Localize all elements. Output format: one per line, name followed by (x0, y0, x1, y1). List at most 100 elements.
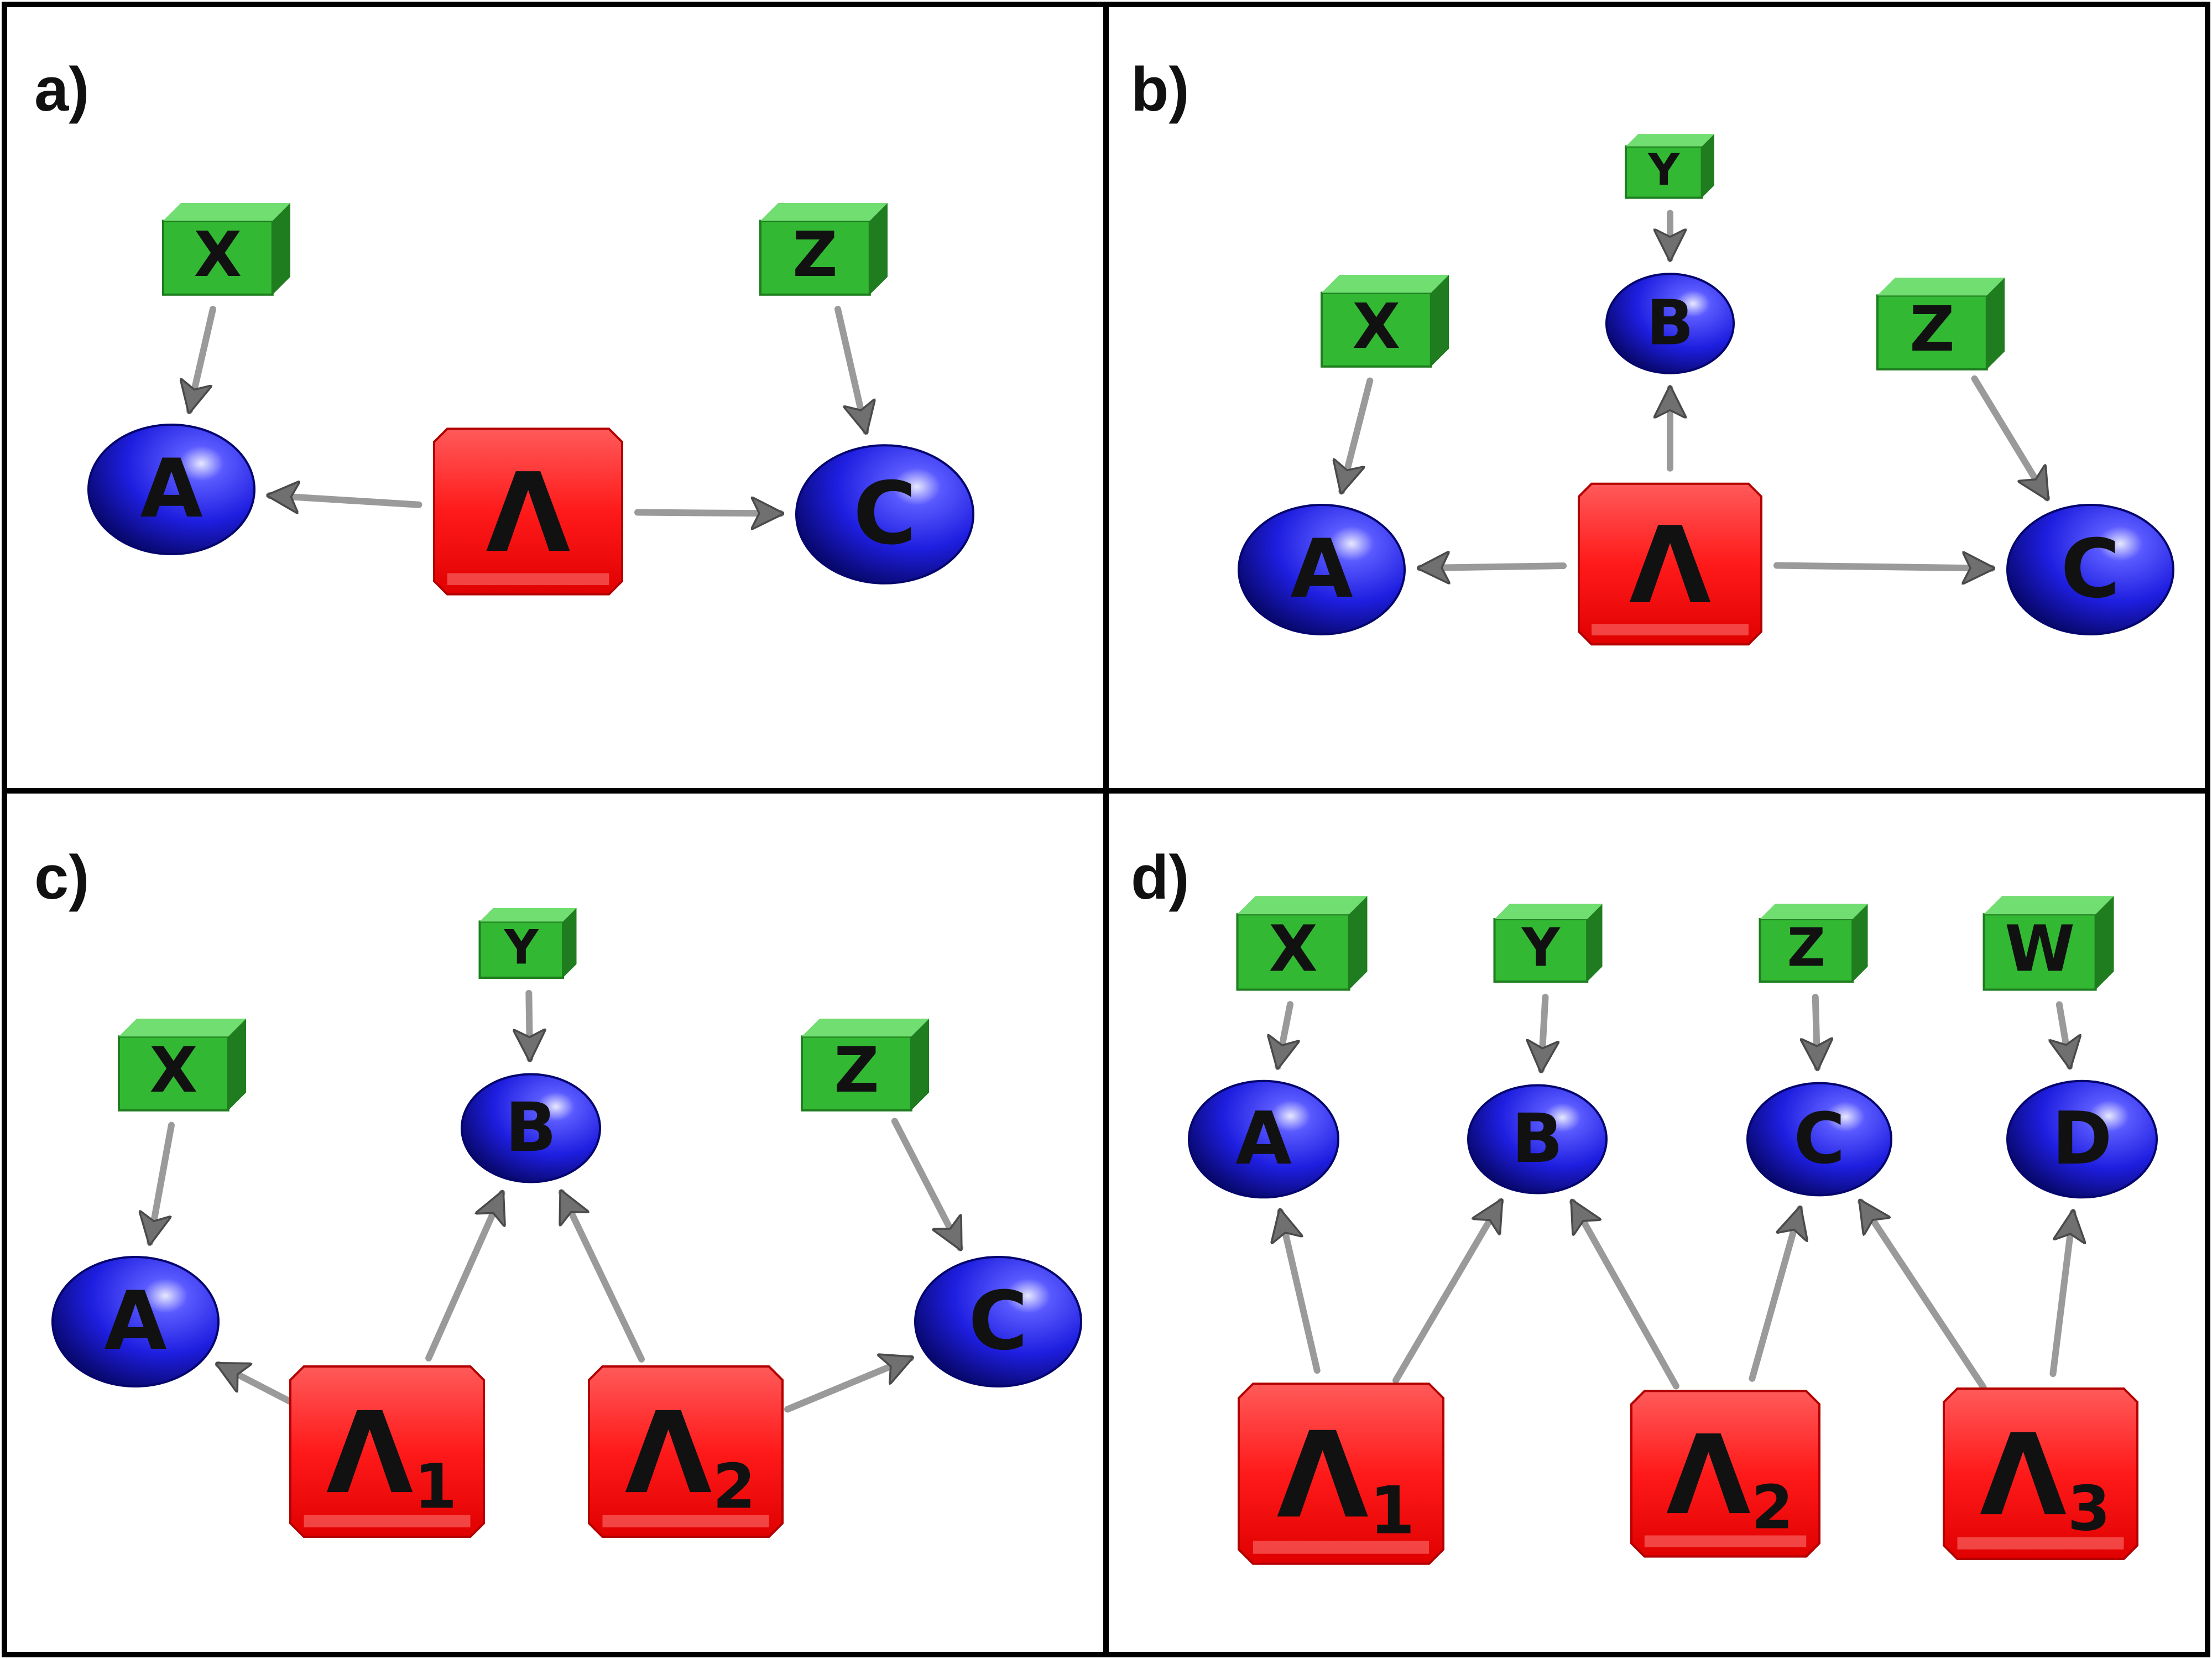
source-subscript: 3 (2068, 1473, 2111, 1545)
edge-c_L1-to-c_B (425, 1193, 502, 1361)
edge-b_L-to-b_A (1420, 566, 1567, 568)
outcome-a-sphere: A (1238, 504, 1406, 635)
edge-b_Z-to-b_C (1971, 375, 2051, 498)
edge-c_X-to-c_A (150, 1121, 175, 1243)
outcome-b-sphere: B (461, 1073, 601, 1183)
edge-d_L1-to-d_A (1280, 1212, 1321, 1374)
setting-x-cube: X (162, 203, 290, 296)
outcome-label: B (505, 1088, 557, 1167)
edge-d_Z-to-d_C (1815, 994, 1818, 1067)
source-subscript: 2 (1751, 1473, 1793, 1543)
source-label: Λ (1980, 1410, 2067, 1541)
outcome-label: D (2052, 1097, 2112, 1181)
outcome-a-sphere: A (87, 424, 255, 555)
outcome-label: C (2060, 522, 2120, 616)
edge-a_Z-to-a_C (834, 305, 866, 431)
outcome-c-sphere: C (914, 1256, 1082, 1387)
source-label: Λ (1629, 504, 1711, 628)
edge-d_L3-to-d_D (2049, 1213, 2073, 1378)
setting-x-cube: X (118, 1019, 246, 1112)
edge-d_W-to-d_D (2059, 1001, 2070, 1066)
source-lambda-box: Λ (1578, 482, 1762, 646)
outcome-label: B (1512, 1099, 1563, 1178)
setting-label: X (1269, 912, 1318, 986)
edge-d_Y-to-d_B (1541, 994, 1545, 1070)
outcome-b-sphere: B (1605, 273, 1735, 374)
edge-c_L2-to-c_C (784, 1358, 911, 1413)
source-label: Λ (625, 1387, 712, 1519)
outcome-a-sphere: A (1188, 1079, 1339, 1199)
setting-label: Z (792, 218, 838, 291)
source-subscript: 1 (1369, 1472, 1415, 1548)
setting-z-cube: Z (1876, 278, 2005, 371)
setting-label: X (149, 1034, 197, 1107)
panel-label-b: b) (1131, 55, 1190, 124)
setting-label: Y (1647, 145, 1680, 195)
outcome-label: A (140, 442, 202, 536)
edge-c_L1-to-c_A (218, 1361, 294, 1405)
setting-y-cube: Y (1625, 134, 1714, 199)
outcome-c-sphere: C (1746, 1082, 1892, 1197)
edges-layer (150, 210, 2073, 1413)
outcome-b-sphere: B (1467, 1084, 1608, 1194)
edge-a_L-to-a_C (634, 513, 781, 514)
outcome-label: B (1646, 288, 1693, 359)
outcome-label: C (968, 1274, 1027, 1368)
edge-d_L2-to-d_C (1749, 1209, 1799, 1382)
source-label: Λ (326, 1387, 413, 1519)
edge-a_L-to-a_A (269, 495, 422, 505)
setting-z-cube: Z (759, 203, 888, 296)
outcome-label: A (1290, 522, 1353, 616)
setting-z-cube: Z (801, 1019, 929, 1112)
edge-d_X-to-d_A (1278, 1001, 1290, 1066)
setting-x-cube: X (1321, 275, 1449, 368)
outcome-c-sphere: C (795, 444, 974, 585)
edge-b_L-to-b_C (1773, 566, 1992, 568)
outcome-label: C (1793, 1098, 1845, 1180)
edge-c_Y-to-c_B (529, 989, 530, 1059)
edge-d_L3-to-d_C (1858, 1202, 1987, 1391)
setting-label: Z (1787, 917, 1825, 979)
setting-y-cube: Y (478, 908, 577, 979)
source-label: Λ (1666, 1412, 1751, 1539)
panel-border-a (2, 2, 1109, 794)
outcome-label: C (853, 463, 917, 564)
source-label: Λ (1277, 1406, 1369, 1545)
outcome-d-sphere: D (2006, 1079, 2158, 1199)
outcome-label: A (1235, 1097, 1292, 1181)
source-lambda-box: Λ (433, 427, 623, 596)
panel-label-a: a) (34, 55, 90, 124)
setting-label: Z (1910, 293, 1955, 366)
edge-d_L1-to-d_B (1392, 1202, 1504, 1384)
setting-label: X (1352, 290, 1400, 363)
panel-border-b (1103, 2, 2210, 794)
edge-d_L2-to-d_B (1569, 1202, 1679, 1390)
setting-label: Z (834, 1034, 879, 1107)
setting-label: X (194, 218, 242, 291)
panel-label-d: d) (1131, 843, 1190, 912)
panel-border-d (1103, 788, 2210, 1657)
setting-y-cube: Y (1493, 904, 1603, 983)
panel-label-c: c) (34, 843, 90, 912)
edge-c_Z-to-c_C (891, 1118, 964, 1248)
setting-z-cube: Z (1759, 904, 1868, 983)
outcome-c-sphere: C (2006, 504, 2174, 635)
setting-label: Y (1521, 917, 1561, 979)
edge-b_X-to-b_A (1342, 377, 1374, 492)
edge-a_X-to-a_A (190, 305, 216, 411)
source-label: Λ (486, 450, 571, 577)
source-subscript: 2 (713, 1451, 756, 1523)
outcome-label: A (104, 1274, 166, 1368)
setting-x-cube: X (1236, 896, 1368, 991)
setting-w-cube: W (1983, 896, 2114, 991)
setting-label: Y (504, 920, 539, 975)
source-subscript: 1 (414, 1451, 457, 1523)
setting-label: W (2005, 912, 2075, 986)
edge-c_L2-to-c_B (558, 1193, 645, 1363)
